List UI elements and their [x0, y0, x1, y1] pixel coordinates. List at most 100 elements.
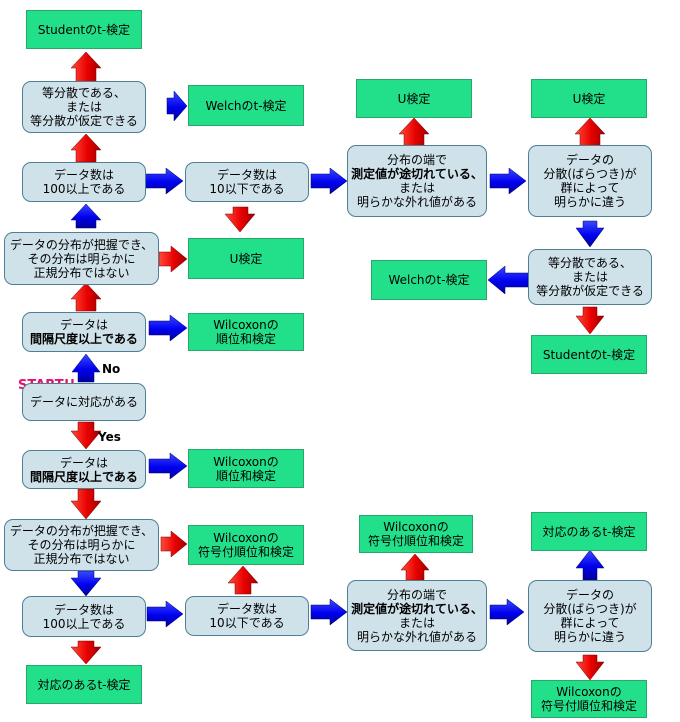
- node-text-line: 分布の端で: [386, 587, 447, 602]
- node-text-line: データ数は: [216, 168, 277, 182]
- arrow-down-to-u-mid: [224, 206, 256, 233]
- arrow-right-to-disp-bot: [489, 598, 525, 626]
- node-text-line: 分散(ばらつき)が: [543, 602, 637, 616]
- node-text-line: 間隔尺度以上である: [30, 469, 138, 484]
- node-text-line: その分布は明らかに: [27, 538, 136, 552]
- node-text-line: または: [398, 181, 435, 195]
- node-text-line: または: [65, 100, 102, 114]
- node-text-line: データに対応がある: [29, 395, 138, 409]
- question-interval-scale-top: データは間隔尺度以上である: [22, 312, 146, 352]
- node-text-line: 対応のあるt-検定: [37, 677, 131, 692]
- result-welch-t-test-top: Welchのt-検定: [188, 85, 304, 126]
- node-text-line: U検定: [229, 251, 263, 266]
- question-equal-variance-right: 等分散である、または等分散が仮定できる: [528, 249, 652, 305]
- node-text-line: 100以上である: [42, 616, 126, 631]
- arrow-down-to-n100-bot: [70, 570, 102, 597]
- node-text-line: 測定値が途切れている、: [351, 167, 483, 181]
- node-text-line: 明らかに違う: [553, 195, 626, 209]
- arrow-down-to-student-right: [575, 306, 605, 335]
- result-wilcoxon-signed-rank-mid: Wilcoxonの符号付順位和検定: [359, 515, 473, 553]
- result-wilcoxon-signed-rank-right: Wilcoxonの符号付順位和検定: [531, 680, 647, 718]
- result-u-test-left: U検定: [188, 238, 304, 279]
- arrow-up-to-signed-left: [227, 565, 259, 595]
- node-text-line: 順位和検定: [215, 332, 276, 346]
- node-text-line: 分散(ばらつき)が: [543, 167, 637, 181]
- result-u-test-right: U検定: [531, 79, 647, 118]
- node-text-line: データ数は: [216, 602, 277, 616]
- arrow-right-to-tail-bot: [310, 598, 348, 626]
- arrow-up-to-equal-var-top: [70, 133, 102, 163]
- question-equal-variance-top: 等分散である、または等分散が仮定できる: [22, 81, 146, 133]
- arrow-left-to-welch-right: [487, 265, 529, 295]
- arrow-up-to-student-top: [70, 51, 102, 83]
- node-text-line: Wilcoxonの: [213, 531, 279, 545]
- arrow-right-to-n10-bot: [146, 600, 184, 628]
- arrow-up-to-interval-top: [71, 353, 101, 383]
- node-text-line: Welchのt-検定: [388, 273, 470, 287]
- arrow-down-to-interval-bot: [70, 421, 102, 450]
- question-distribution-known-top: データの分布が把握でき、その分布は明らかに正規分布ではない: [4, 232, 159, 285]
- result-student-t-test-top: Studentのt-検定: [26, 10, 142, 49]
- node-text-line: 分布の端で: [386, 153, 447, 167]
- node-text-line: 10以下である: [209, 182, 285, 196]
- arrow-down-to-paired-t-left: [70, 640, 102, 665]
- arrow-right-to-signed-left: [160, 530, 188, 558]
- result-wilcoxon-rank-sum-top: Wilcoxonの順位和検定: [188, 313, 304, 351]
- node-text-line: 群によって: [560, 181, 620, 195]
- node-text-line: 正規分布ではない: [33, 552, 130, 566]
- node-text-line: または: [571, 270, 608, 284]
- arrow-up-to-signed-mid: [400, 553, 430, 581]
- question-truncated-tail-bot: 分布の端で測定値が途切れている、または明らかな外れ値がある: [347, 580, 487, 651]
- arrow-up-to-n100-top: [70, 203, 102, 229]
- arrow-up-to-u-right: [574, 117, 606, 147]
- arrow-up-to-u-mid: [398, 117, 430, 147]
- node-text-line: 等分散である、: [548, 256, 632, 270]
- node-text-line: データの分布が把握でき、: [9, 524, 154, 538]
- no-arrows: [70, 51, 606, 681]
- result-welch-t-test-right: Welchのt-検定: [371, 260, 487, 300]
- node-text-line: 群によって: [560, 616, 620, 630]
- node-text-line: 10以下である: [209, 616, 285, 630]
- arrow-down-to-signed-right: [575, 654, 605, 681]
- node-text-line: 100以上である: [42, 182, 126, 196]
- node-text-line: データは: [59, 455, 108, 470]
- node-text-line: 明らかに違う: [553, 630, 626, 644]
- node-text-line: 等分散が仮定できる: [30, 114, 138, 128]
- node-text-line: 明らかな外れ値がある: [356, 195, 477, 209]
- question-dispersion-differs-bot: データの分散(ばらつき)が群によって明らかに違う: [528, 580, 652, 652]
- question-distribution-known-bot: データの分布が把握でき、その分布は明らかに正規分布ではない: [4, 519, 159, 571]
- arrow-down-to-dist-bot: [70, 488, 102, 520]
- node-text-line: 等分散である、: [42, 86, 126, 100]
- node-text-line: U検定: [572, 91, 606, 106]
- yes-arrows: [70, 90, 605, 628]
- result-u-test-mid: U検定: [356, 79, 472, 118]
- node-text-line: データ数は: [53, 168, 114, 182]
- node-text-line: U検定: [397, 91, 431, 106]
- node-text-line: 対応のあるt-検定: [542, 524, 636, 539]
- yes-label: Yes: [98, 430, 121, 444]
- result-student-t-test-right: Studentのt-検定: [531, 335, 647, 374]
- node-text-line: または: [398, 615, 435, 630]
- node-text-line: 明らかな外れ値がある: [356, 629, 477, 644]
- arrow-down-to-equal-var-right: [575, 220, 605, 248]
- arrow-right-to-wilcoxon-rank-bot: [148, 452, 188, 480]
- node-text-line: Wilcoxonの: [213, 454, 279, 469]
- node-text-line: データは: [59, 318, 108, 332]
- node-text-line: Studentのt-検定: [542, 347, 636, 362]
- node-text-line: Wilcoxonの: [383, 520, 449, 534]
- node-text-line: 等分散が仮定できる: [536, 284, 644, 298]
- node-text-line: 符号付順位和検定: [197, 545, 294, 559]
- arrow-right-to-u-left: [158, 245, 188, 273]
- node-text-line: 測定値が途切れている、: [351, 601, 483, 616]
- no-label: No: [102, 362, 121, 376]
- node-text-line: Wilcoxonの: [213, 318, 279, 332]
- question-paired-data: データに対応がある: [22, 383, 146, 421]
- node-text-line: データの: [565, 588, 614, 602]
- question-interval-scale-bot: データは間隔尺度以上である: [22, 450, 146, 489]
- arrow-right-to-n10-top: [144, 167, 184, 195]
- result-paired-t-test-left: 対応のあるt-検定: [26, 665, 142, 704]
